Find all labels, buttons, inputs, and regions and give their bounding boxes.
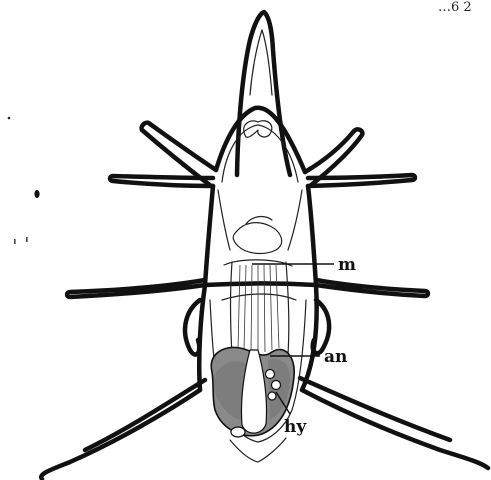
label-an-text: an [324,347,347,367]
stray-specks [8,117,40,244]
gut [231,262,233,355]
corner-fragment: …6 2 [438,0,472,15]
bud [268,392,276,400]
inner-structures [210,30,306,462]
bud [266,370,275,379]
label-hy-text: hy [284,417,307,437]
anus-opening [231,427,245,437]
label-m-text: m [338,255,356,275]
label-m: m [252,255,356,275]
oesophagus [233,223,281,254]
bud [272,381,281,390]
